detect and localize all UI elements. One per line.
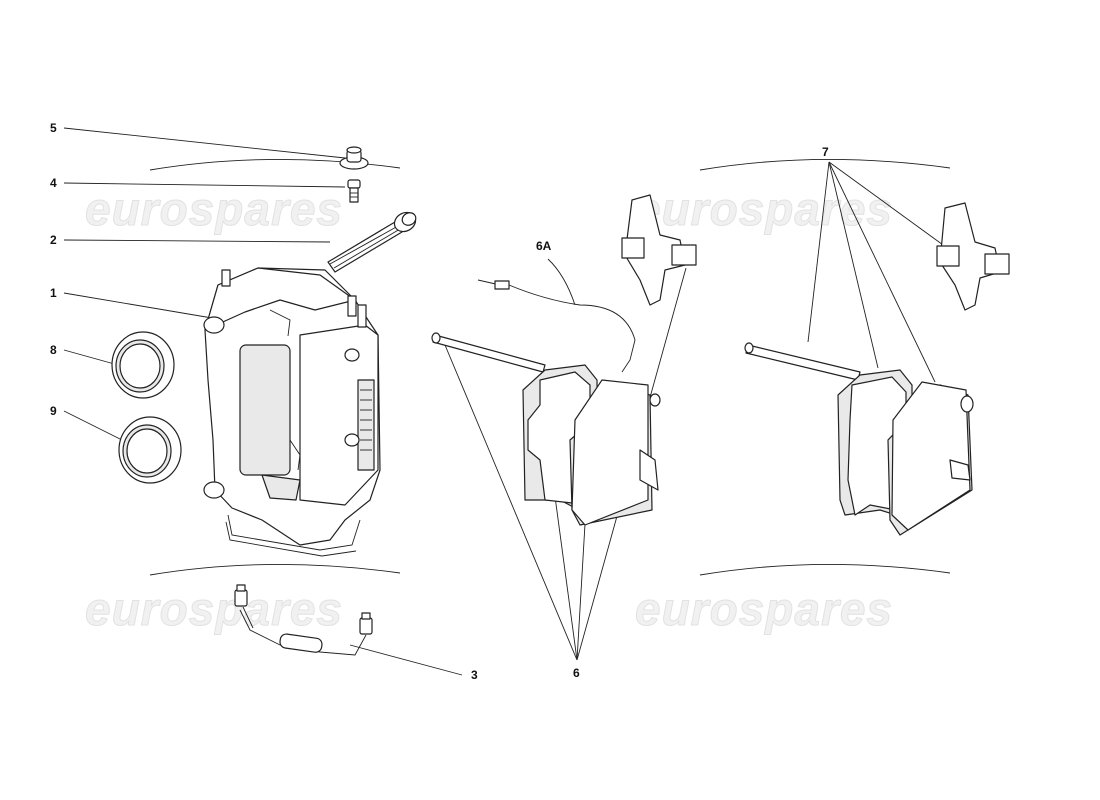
watermark-top-right: eurospares	[635, 183, 893, 235]
callout-2: 2	[50, 233, 57, 247]
watermark-bottom-left: eurospares	[85, 583, 343, 635]
callout-7: 7	[822, 145, 829, 159]
callout-6: 6	[573, 666, 580, 680]
brake-caliper	[203, 267, 381, 557]
watermark-bottom-right: eurospares	[635, 583, 893, 635]
callout-5: 5	[50, 121, 57, 135]
caliper-bolt	[327, 211, 417, 273]
bleed-cap	[339, 146, 369, 170]
brake-pad-set-right	[744, 202, 1010, 536]
piston-seal-large	[111, 331, 175, 399]
callout-1: 1	[50, 286, 57, 300]
callout-4: 4	[50, 176, 57, 190]
callout-6a: 6A	[536, 239, 552, 253]
watermark-swoosh	[699, 159, 951, 171]
watermark-swoosh	[149, 564, 401, 576]
callout-labels: 5 4 2 1 8 9 3 6 6A 7	[50, 121, 829, 682]
callout-9: 9	[50, 404, 57, 418]
brake-pad-set-left	[431, 194, 697, 526]
pad-wear-sensor	[477, 279, 636, 373]
callout-3: 3	[471, 668, 478, 682]
watermark-top-left: eurospares	[85, 183, 343, 235]
watermark-group: eurospares eurospares eurospares eurospa…	[85, 159, 951, 636]
callout-8: 8	[50, 343, 57, 357]
watermark-swoosh	[699, 564, 951, 576]
brake-pipe	[234, 584, 373, 656]
bleed-screw	[347, 179, 361, 203]
piston-seal-small	[118, 416, 182, 484]
